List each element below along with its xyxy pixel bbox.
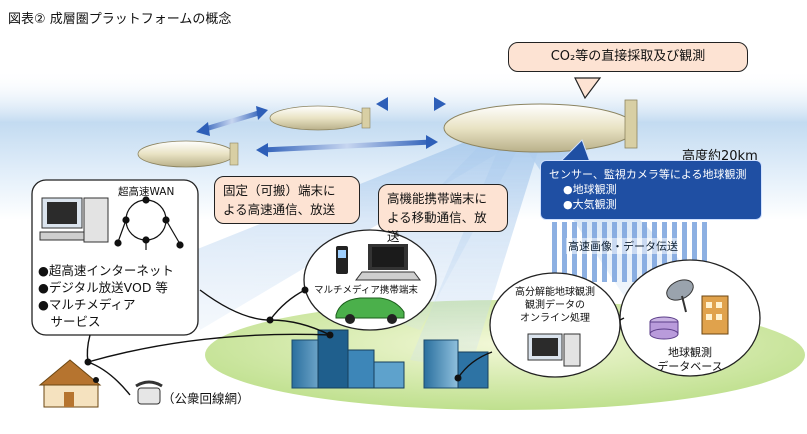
fixed-terminal-line-2: よる高速通信、放送 — [223, 202, 336, 217]
car-icon — [335, 297, 405, 324]
home-services-list: ●超高速インターネット ●デジタル放送VOD 等 ●マルチメディア サービス — [38, 262, 174, 330]
laptop-icon — [355, 244, 421, 281]
database-label: 地球観測 データベース — [652, 346, 728, 374]
processing-line-2: 観測データの — [525, 300, 585, 311]
sensor-box: センサー、監視カメラ等による地球観測 ●地球観測 ●大気観測 — [540, 160, 762, 220]
connection-nodes — [84, 286, 462, 383]
airship-small-middle — [269, 105, 371, 131]
mobile-phone-icon — [336, 246, 348, 274]
wan-label: 超高速WAN — [118, 186, 175, 198]
airship-small-left — [137, 140, 239, 168]
mobile-terminal-line-2: よる移動通信、放送 — [387, 210, 487, 244]
database-cylinders-icon — [649, 316, 679, 340]
wan-network-icon — [114, 196, 184, 250]
database-line-2: データベース — [657, 360, 723, 373]
mobile-terminal-callout: 高機能携帯端末に よる移動通信、放送 — [378, 184, 508, 244]
sensor-box-heading: センサー、監視カメラ等による地球観測 — [549, 168, 747, 181]
service-item-internet: ●超高速インターネット — [38, 263, 174, 278]
satellite-dish-icon — [666, 279, 694, 313]
computer-icon — [39, 197, 109, 243]
telephone-icon — [135, 380, 163, 405]
fixed-terminal-line-1: 固定（可搬）端末に — [223, 183, 336, 198]
image-transfer-label: 高速画像・データ伝送 — [566, 238, 680, 254]
sensor-item-earth: ●地球観測 — [563, 183, 617, 196]
service-item-multimedia-cont: サービス — [38, 314, 101, 329]
processing-computer-icon — [527, 333, 581, 367]
link-arrows — [196, 97, 446, 157]
arrow-left-main — [256, 135, 438, 157]
co2-callout: CO₂等の直接採取及び観測 — [508, 42, 748, 72]
figure-title: 図表② 成層圏プラットフォームの概念 — [8, 12, 232, 27]
city-buildings — [291, 329, 489, 389]
fixed-terminal-callout: 固定（可搬）端末に よる高速通信、放送 — [214, 176, 360, 224]
sensor-item-atmosphere: ●大気観測 — [563, 198, 617, 211]
processing-line-1: 高分解能地球観測 — [515, 287, 595, 298]
arrow-middle-main — [376, 97, 446, 111]
airship-main — [443, 99, 638, 153]
house-icon — [38, 359, 102, 408]
phone-label: （公衆回線網） — [162, 391, 250, 406]
connection-lines — [86, 289, 625, 396]
mobile-bubble-label: マルチメディア携帯端末 — [314, 285, 418, 296]
database-building-icon — [701, 295, 729, 335]
database-line-1: 地球観測 — [668, 346, 712, 359]
service-item-multimedia: ●マルチメディア — [38, 297, 136, 312]
mobile-terminal-line-1: 高機能携帯端末に — [387, 191, 488, 206]
database-bubble — [619, 259, 761, 377]
co2-callout-pointer — [574, 77, 602, 100]
processing-line-3: オンライン処理 — [520, 313, 590, 324]
processing-label: 高分解能地球観測 観測データの オンライン処理 — [500, 286, 610, 325]
service-item-digital-broadcast: ●デジタル放送VOD 等 — [38, 280, 168, 295]
arrow-left-middle — [196, 106, 268, 136]
